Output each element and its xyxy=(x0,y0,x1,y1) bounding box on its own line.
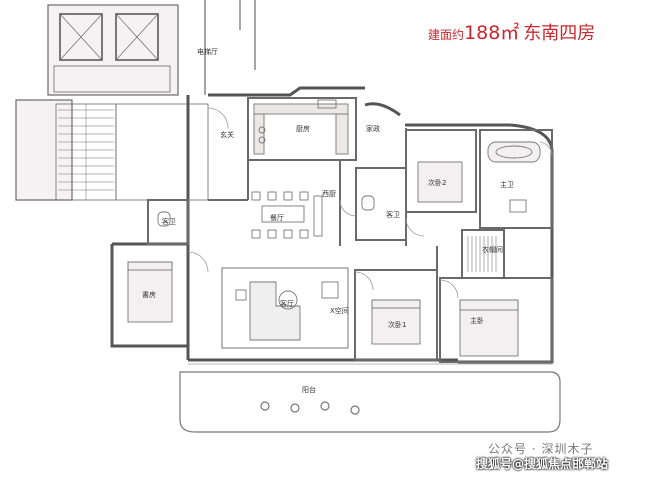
door-swings xyxy=(187,107,553,299)
label-guest-bath-1: 客卫 xyxy=(386,210,400,219)
room-labels: 电梯厅 玄关 厨房 家政 餐厅 西厨 客卫 客卫 次卧2 主卫 衣帽间 書房 客… xyxy=(142,47,514,394)
label-western-kitchen: 西厨 xyxy=(322,190,336,198)
label-bedroom-secondary-2: 次卧2 xyxy=(428,178,446,187)
label-dining: 餐厅 xyxy=(270,213,284,222)
label-master-bedroom: 主卧 xyxy=(470,316,484,325)
label-walk-in-closet: 衣帽间 xyxy=(482,245,503,254)
label-bedroom-secondary-1: 次卧1 xyxy=(388,320,406,329)
area-prefix: 建面约 xyxy=(428,28,465,42)
label-entrance: 玄关 xyxy=(220,130,234,139)
label-living-room: 客厅 xyxy=(280,299,294,308)
label-x-space: X空间 xyxy=(330,306,349,315)
watermark-source: 搜狐号@搜狐焦点邯郸站 xyxy=(476,457,609,471)
layout-name: 东南四房 xyxy=(523,23,596,44)
balcony-outline xyxy=(179,363,561,433)
label-guest-bath-2: 客卫 xyxy=(162,217,176,226)
label-master-bath: 主卫 xyxy=(500,180,514,189)
label-kitchen: 厨房 xyxy=(296,124,310,133)
area-value: 188㎡ xyxy=(464,22,520,44)
label-family-room: 家政 xyxy=(366,124,380,133)
watermark-account: 公众号 · 深圳木子 xyxy=(488,442,594,456)
label-study: 書房 xyxy=(142,290,156,299)
core-block xyxy=(15,0,256,201)
furniture xyxy=(127,99,541,357)
label-balcony: 阳台 xyxy=(302,385,316,394)
label-elevator-hall: 电梯厅 xyxy=(197,47,218,56)
